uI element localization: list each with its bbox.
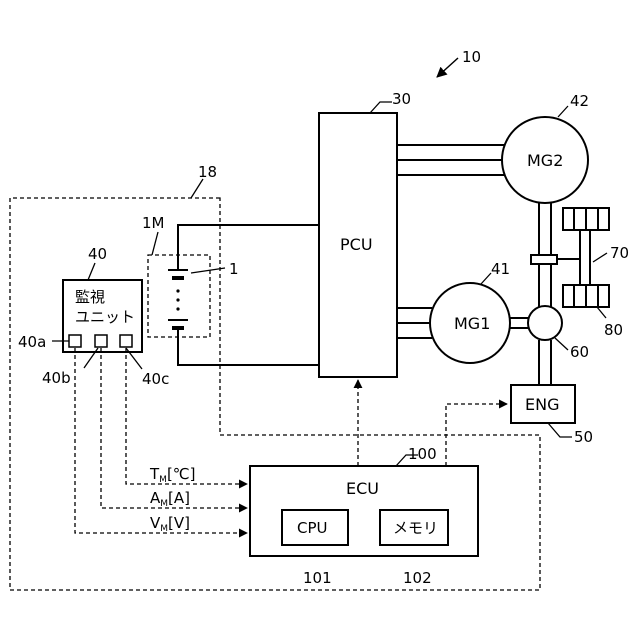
ref-40-leader xyxy=(88,263,95,280)
pcu-mg2-lines xyxy=(397,145,505,175)
ref-1M-leader xyxy=(152,232,158,255)
ref-40-label: 40 xyxy=(88,245,107,263)
ref-50-label: 50 xyxy=(574,428,593,446)
ref-42-label: 42 xyxy=(570,92,589,110)
ref-40c-label: 40c xyxy=(142,370,169,388)
mg1-shaft xyxy=(510,318,528,328)
ref-10-arrow xyxy=(437,58,458,77)
mg2-label: MG2 xyxy=(527,151,563,170)
ref-60-label: 60 xyxy=(570,343,589,361)
planetary-gear xyxy=(528,306,562,340)
engine-label: ENG xyxy=(525,395,559,414)
ref-18-leader xyxy=(191,179,203,198)
wheel-upper xyxy=(563,208,609,230)
memory-label: メモリ xyxy=(393,519,438,537)
ref-102-label: 102 xyxy=(403,569,432,587)
monitor-unit-label-2: ユニット xyxy=(75,308,135,326)
ref-1M-label: 1M xyxy=(142,214,165,232)
ref-70-label: 70 xyxy=(610,244,629,262)
battery-cells xyxy=(168,270,188,328)
ref-41-leader xyxy=(481,273,491,284)
ref-41-label: 41 xyxy=(491,260,510,278)
battery-negative-wire xyxy=(178,330,319,365)
temp-signal-line xyxy=(126,348,247,484)
monitor-unit-label-1: 監視 xyxy=(75,288,105,306)
terminal-40a xyxy=(69,335,81,347)
ref-60-leader xyxy=(555,338,568,350)
pcu-mg1-lines xyxy=(397,308,432,338)
engine-shaft xyxy=(539,340,551,385)
ref-80-label: 80 xyxy=(604,321,623,339)
ref-18-label: 18 xyxy=(198,163,217,181)
current-signal-label: AM[A] xyxy=(150,489,190,509)
ref-40b-label: 40b xyxy=(42,369,71,387)
ref-80-leader xyxy=(597,307,606,318)
terminal-40c xyxy=(120,335,132,347)
wheel-lower xyxy=(563,285,609,307)
battery-positive-wire xyxy=(178,225,319,270)
ref-50-leader xyxy=(548,423,572,437)
ref-10-label: 10 xyxy=(462,48,481,66)
ecu-label: ECU xyxy=(346,479,379,498)
ref-101-label: 101 xyxy=(303,569,332,587)
ref-70-leader xyxy=(593,253,607,262)
mg1-label: MG1 xyxy=(454,314,490,333)
ref-30-leader xyxy=(370,102,392,113)
pcu-label: PCU xyxy=(340,235,373,254)
voltage-signal-label: VM[V] xyxy=(150,514,190,534)
ecu-to-engine-signal xyxy=(446,404,507,466)
ref-42-leader xyxy=(558,106,568,117)
cpu-label: CPU xyxy=(297,519,328,537)
ref-1-label: 1 xyxy=(229,260,239,278)
terminal-40b xyxy=(95,335,107,347)
ref-100-label: 100 xyxy=(408,445,437,463)
ref-40a-label: 40a xyxy=(18,333,46,351)
temp-signal-label: TM[℃] xyxy=(149,465,196,485)
ref-30-label: 30 xyxy=(392,90,411,108)
